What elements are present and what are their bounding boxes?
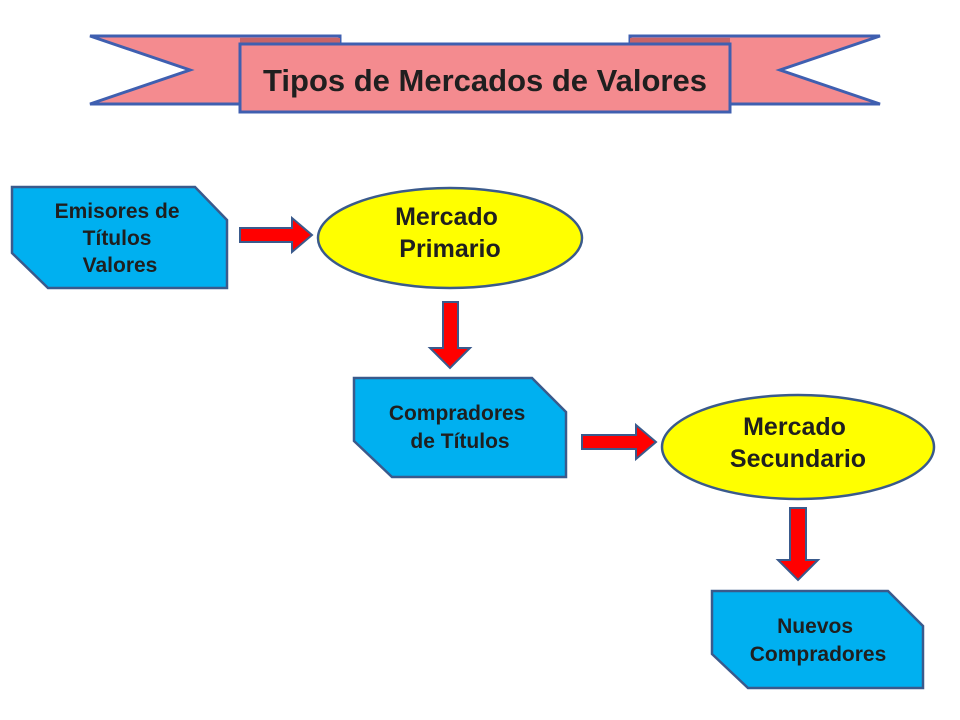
node-emisores-line-1: Emisores de [55, 200, 180, 223]
banner-right-fold [630, 38, 730, 46]
node-mercado-secundario-label: Mercado Secundario [730, 413, 866, 473]
node-mercado-secundario: Mercado Secundario [660, 393, 936, 501]
node-mercado-primario-shape [316, 186, 584, 290]
arrow-secundario-to-nuevos [775, 507, 821, 582]
arrow-primario-to-compradores [427, 301, 473, 370]
node-mercado-primario-line-1: Mercado [395, 203, 498, 231]
title-banner: Tipos de Mercados de Valores [89, 34, 881, 114]
node-compradores: Compradores de Títulos [352, 376, 568, 479]
node-nuevos-line-2: Compradores [750, 643, 887, 666]
node-emisores: Emisores de Títulos Valores [10, 185, 229, 290]
node-emisores-line-3: Valores [83, 254, 158, 277]
node-emisores-label: Emisores de Títulos Valores [55, 200, 186, 277]
node-nuevos: Nuevos Compradores [710, 589, 925, 690]
node-mercado-secundario-line-2: Secundario [730, 445, 866, 473]
arrow-emisores-to-primario [239, 215, 314, 255]
node-emisores-shape [10, 185, 229, 290]
node-compradores-line-1: Compradores [389, 402, 526, 425]
node-mercado-secundario-line-1: Mercado [743, 413, 846, 441]
arrow-compradores-to-secundario [581, 422, 658, 462]
node-mercado-primario-line-2: Primario [399, 235, 500, 263]
node-compradores-shape [352, 376, 568, 479]
node-mercado-primario: Mercado Primario [316, 186, 584, 290]
page-title: Tipos de Mercados de Valores [263, 63, 707, 98]
node-mercado-secundario-shape [660, 393, 936, 501]
node-nuevos-shape [710, 589, 925, 690]
node-compradores-label: Compradores de Títulos [389, 402, 531, 453]
node-nuevos-label: Nuevos Compradores [750, 615, 887, 666]
banner-left-fold [240, 38, 340, 46]
node-emisores-line-2: Títulos [83, 227, 152, 250]
node-nuevos-line-1: Nuevos [777, 615, 853, 638]
node-mercado-primario-label: Mercado Primario [395, 203, 505, 263]
node-compradores-line-2: de Títulos [410, 430, 509, 453]
banner-front [238, 42, 732, 114]
